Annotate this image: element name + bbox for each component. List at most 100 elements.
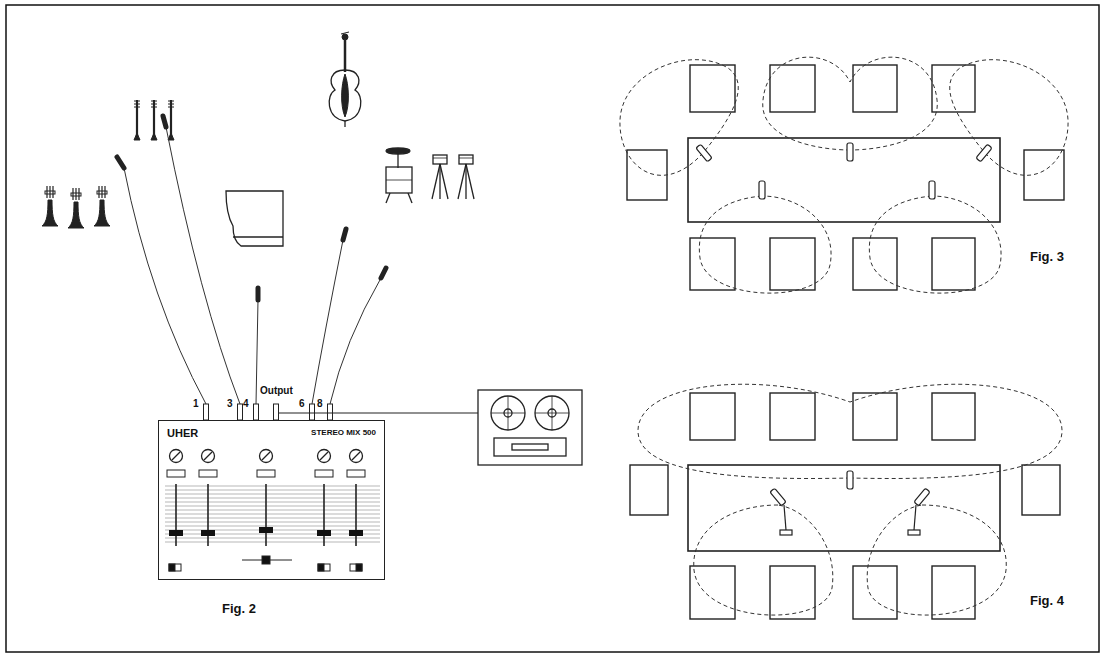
trumpet-group [46, 186, 47, 198]
drum-kit [433, 158, 447, 159]
microphone-symbol [908, 530, 920, 535]
microphone-symbol [696, 143, 992, 199]
microphone-cables [124, 127, 381, 404]
mixer-controls [347, 470, 365, 477]
input-plug [274, 404, 279, 420]
input-plug [238, 404, 243, 420]
conference-table [688, 465, 1000, 551]
mixer-controls [165, 510, 380, 511]
clarinet-group [151, 104, 157, 105]
mixer-controls [318, 450, 331, 463]
figure-caption: Fig. 4 [1030, 594, 1064, 609]
tape-recorder [535, 396, 569, 430]
seating-chair [690, 65, 735, 112]
mixer-controls [170, 450, 183, 463]
input-number: 3 [227, 398, 233, 410]
mixer-controls [262, 556, 270, 564]
mixer-controls [323, 484, 325, 546]
seating-chair [853, 393, 897, 440]
microphone-symbol [163, 116, 166, 127]
microphone-symbol [381, 268, 386, 278]
pickup-pattern [699, 196, 831, 293]
microphone-symbol [929, 181, 935, 199]
tape-recorder [491, 413, 525, 414]
seating-chair [690, 566, 735, 619]
seating-chair [770, 393, 815, 440]
drum-kit [466, 164, 474, 199]
trumpet-group [104, 186, 105, 198]
microphone-cables [124, 168, 206, 404]
drum-kit [440, 164, 448, 199]
clarinet-group [134, 104, 140, 105]
seating-chair [853, 65, 897, 112]
trumpet-group [94, 186, 110, 226]
mixer-controls [199, 470, 217, 477]
mixer-controls [355, 484, 357, 546]
microphone-cables [256, 300, 258, 404]
drum-kit [386, 148, 474, 203]
microphone-cables [312, 240, 343, 404]
input-number: 1 [193, 398, 199, 410]
mixer-controls [320, 452, 328, 460]
mixer-controls [165, 538, 380, 539]
mixer-controls [169, 564, 175, 571]
seating-chair [690, 238, 735, 290]
seating-chair [770, 65, 815, 112]
clarinet-group [134, 100, 140, 140]
mixer-controls [175, 484, 177, 546]
drum-kit [458, 155, 474, 199]
trumpet-group [72, 188, 73, 200]
trumpet-group [101, 186, 102, 198]
mixer-controls [165, 502, 380, 503]
mixer-controls [169, 564, 362, 571]
tape-recorder [478, 390, 582, 465]
drum-kit [459, 158, 473, 159]
input-plug [328, 404, 333, 420]
mixer-controls [165, 542, 380, 543]
clarinet-group [153, 100, 155, 136]
trumpet-group [45, 191, 55, 194]
seating-chair [627, 65, 1064, 290]
clarinet-group [168, 100, 174, 140]
mixer-controls [265, 484, 267, 546]
figure-caption: Fig. 2 [222, 602, 256, 617]
mixer-controls [165, 498, 380, 499]
double-bass [341, 32, 349, 34]
mixer-controls [352, 452, 360, 460]
pickup-pattern [620, 60, 738, 176]
mixer-controls [165, 506, 380, 507]
drum-kit [386, 167, 412, 193]
seating-chair [853, 566, 897, 619]
clarinet-group [151, 101, 157, 102]
mixer-controls [318, 564, 330, 571]
drum-kit [459, 155, 473, 164]
mixer-controls [165, 486, 380, 487]
clarinet-group [151, 133, 157, 140]
mixer-controls [165, 522, 380, 523]
mixer-controls [165, 486, 380, 542]
seating-chair [932, 566, 975, 619]
mixer-controls [201, 530, 215, 536]
microphone-symbol [914, 488, 930, 506]
seating-chair [770, 238, 815, 290]
mixer-controls [349, 530, 363, 536]
trumpet-group [52, 186, 53, 198]
microphone-symbol [759, 181, 765, 199]
clarinet-group [151, 100, 157, 140]
tape-recorder [512, 444, 548, 450]
microphone-cables [330, 278, 381, 404]
drum-kit [458, 164, 466, 199]
trumpet-group [42, 186, 110, 228]
conference-table [688, 138, 1000, 222]
mixer-controls [169, 530, 183, 536]
trumpet-group [97, 191, 107, 194]
frame [6, 5, 1099, 652]
mixer-controls [202, 450, 215, 463]
input-plug [310, 404, 315, 420]
mixer-controls [165, 450, 380, 572]
trumpet-group [71, 193, 81, 196]
output-cable [279, 412, 478, 413]
mixer-controls [350, 564, 362, 571]
